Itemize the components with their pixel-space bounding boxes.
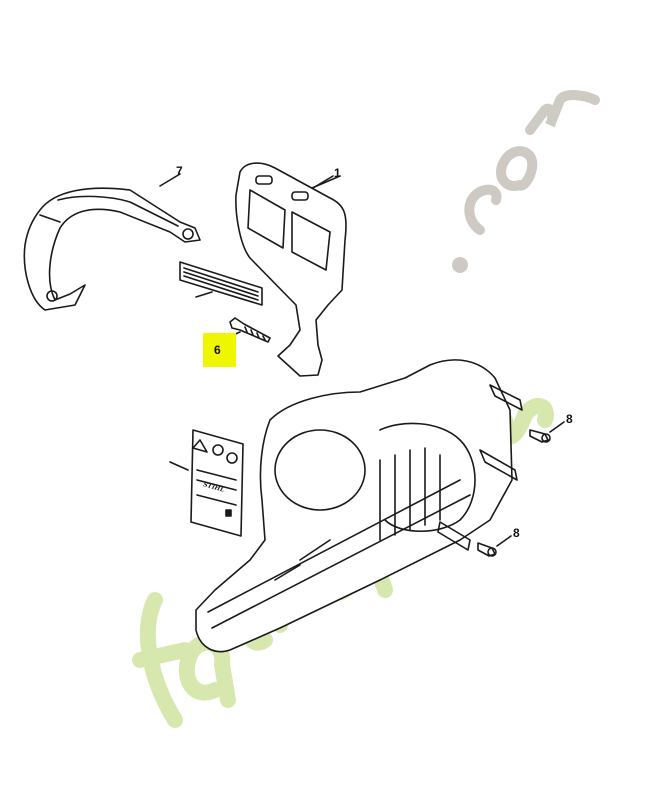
- leader-1: [312, 175, 334, 189]
- callout-1: 1: [334, 166, 341, 180]
- warning-label: [169, 429, 244, 537]
- callout-8-upper: 8: [566, 412, 573, 426]
- callout-7: 7: [176, 164, 183, 178]
- handle-frame: [235, 162, 347, 377]
- callout-8-lower: 8: [513, 526, 520, 540]
- housing: [195, 359, 523, 653]
- rubber-strip: [179, 261, 263, 306]
- screw-8-upper: [529, 421, 565, 443]
- screw-8-lower: [477, 535, 512, 557]
- front-handlebar: [23, 187, 201, 311]
- leader-7: [159, 173, 181, 187]
- callout-6: 6: [214, 343, 221, 357]
- callout-6-highlight: [203, 333, 236, 367]
